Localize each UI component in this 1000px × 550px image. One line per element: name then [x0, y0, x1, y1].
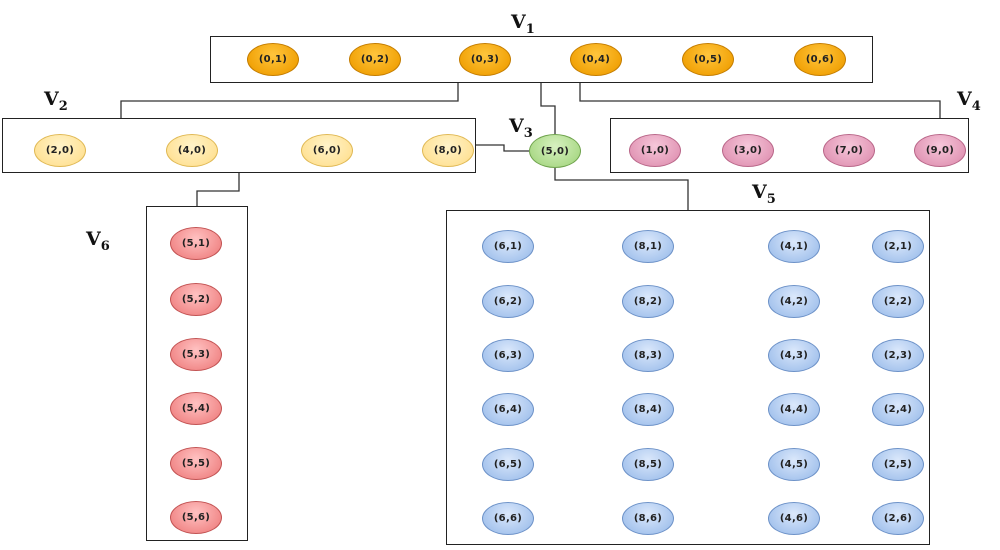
node-v5: (4,2) — [768, 285, 820, 318]
node-v3: (5,0) — [529, 134, 581, 168]
node-v4: (3,0) — [722, 134, 774, 167]
node-v5: (8,2) — [622, 285, 674, 318]
node-v1: (0,3) — [459, 43, 511, 76]
label-v2: V2 — [44, 88, 68, 114]
node-v5: (4,5) — [768, 448, 820, 481]
node-v5: (6,1) — [482, 230, 534, 263]
group-box-v5 — [446, 210, 930, 545]
node-v1: (0,5) — [682, 43, 734, 76]
node-v5: (8,5) — [622, 448, 674, 481]
node-v6: (5,1) — [170, 227, 222, 260]
edge-v2-v3 — [476, 144, 529, 152]
node-v5: (4,4) — [768, 393, 820, 426]
node-v5: (8,1) — [622, 230, 674, 263]
node-v2: (8,0) — [422, 134, 474, 167]
node-v5: (2,2) — [872, 285, 924, 318]
label-v6: V6 — [86, 228, 110, 254]
label-v3: V3 — [509, 115, 533, 141]
node-v5: (6,5) — [482, 448, 534, 481]
node-v5: (6,3) — [482, 339, 534, 372]
label-v4: V4 — [957, 88, 981, 114]
node-v5: (6,2) — [482, 285, 534, 318]
node-v5: (2,3) — [872, 339, 924, 372]
edge-v1-v4 — [579, 83, 941, 118]
node-v5: (4,1) — [768, 230, 820, 263]
node-v5: (4,3) — [768, 339, 820, 372]
node-v4: (1,0) — [629, 134, 681, 167]
node-v5: (8,3) — [622, 339, 674, 372]
node-v6: (5,4) — [170, 392, 222, 425]
node-v4: (7,0) — [823, 134, 875, 167]
node-v5: (4,6) — [768, 502, 820, 535]
node-v1: (0,1) — [247, 43, 299, 76]
node-v5: (8,6) — [622, 502, 674, 535]
edge-v1-v3 — [540, 83, 556, 134]
node-v2: (6,0) — [301, 134, 353, 167]
node-v5: (2,5) — [872, 448, 924, 481]
node-v5: (8,4) — [622, 393, 674, 426]
node-v4: (9,0) — [914, 134, 966, 167]
node-v6: (5,2) — [170, 283, 222, 316]
edge-v3-v5 — [554, 168, 689, 210]
node-v6: (5,5) — [170, 447, 222, 480]
node-v5: (2,1) — [872, 230, 924, 263]
label-v5: V5 — [752, 181, 776, 207]
node-v5: (2,6) — [872, 502, 924, 535]
label-v1: V1 — [511, 11, 535, 37]
group-box-v1 — [210, 36, 873, 83]
node-v5: (6,6) — [482, 502, 534, 535]
group-box-v6 — [146, 206, 248, 541]
node-v5: (6,4) — [482, 393, 534, 426]
edge-v1-v2 — [120, 83, 459, 118]
edge-v2-v6 — [196, 173, 240, 206]
node-v1: (0,4) — [570, 43, 622, 76]
node-v1: (0,6) — [794, 43, 846, 76]
node-v5: (2,4) — [872, 393, 924, 426]
node-v2: (4,0) — [166, 134, 218, 167]
node-v6: (5,3) — [170, 338, 222, 371]
node-v1: (0,2) — [349, 43, 401, 76]
node-v6: (5,6) — [170, 501, 222, 534]
node-v2: (2,0) — [34, 134, 86, 167]
